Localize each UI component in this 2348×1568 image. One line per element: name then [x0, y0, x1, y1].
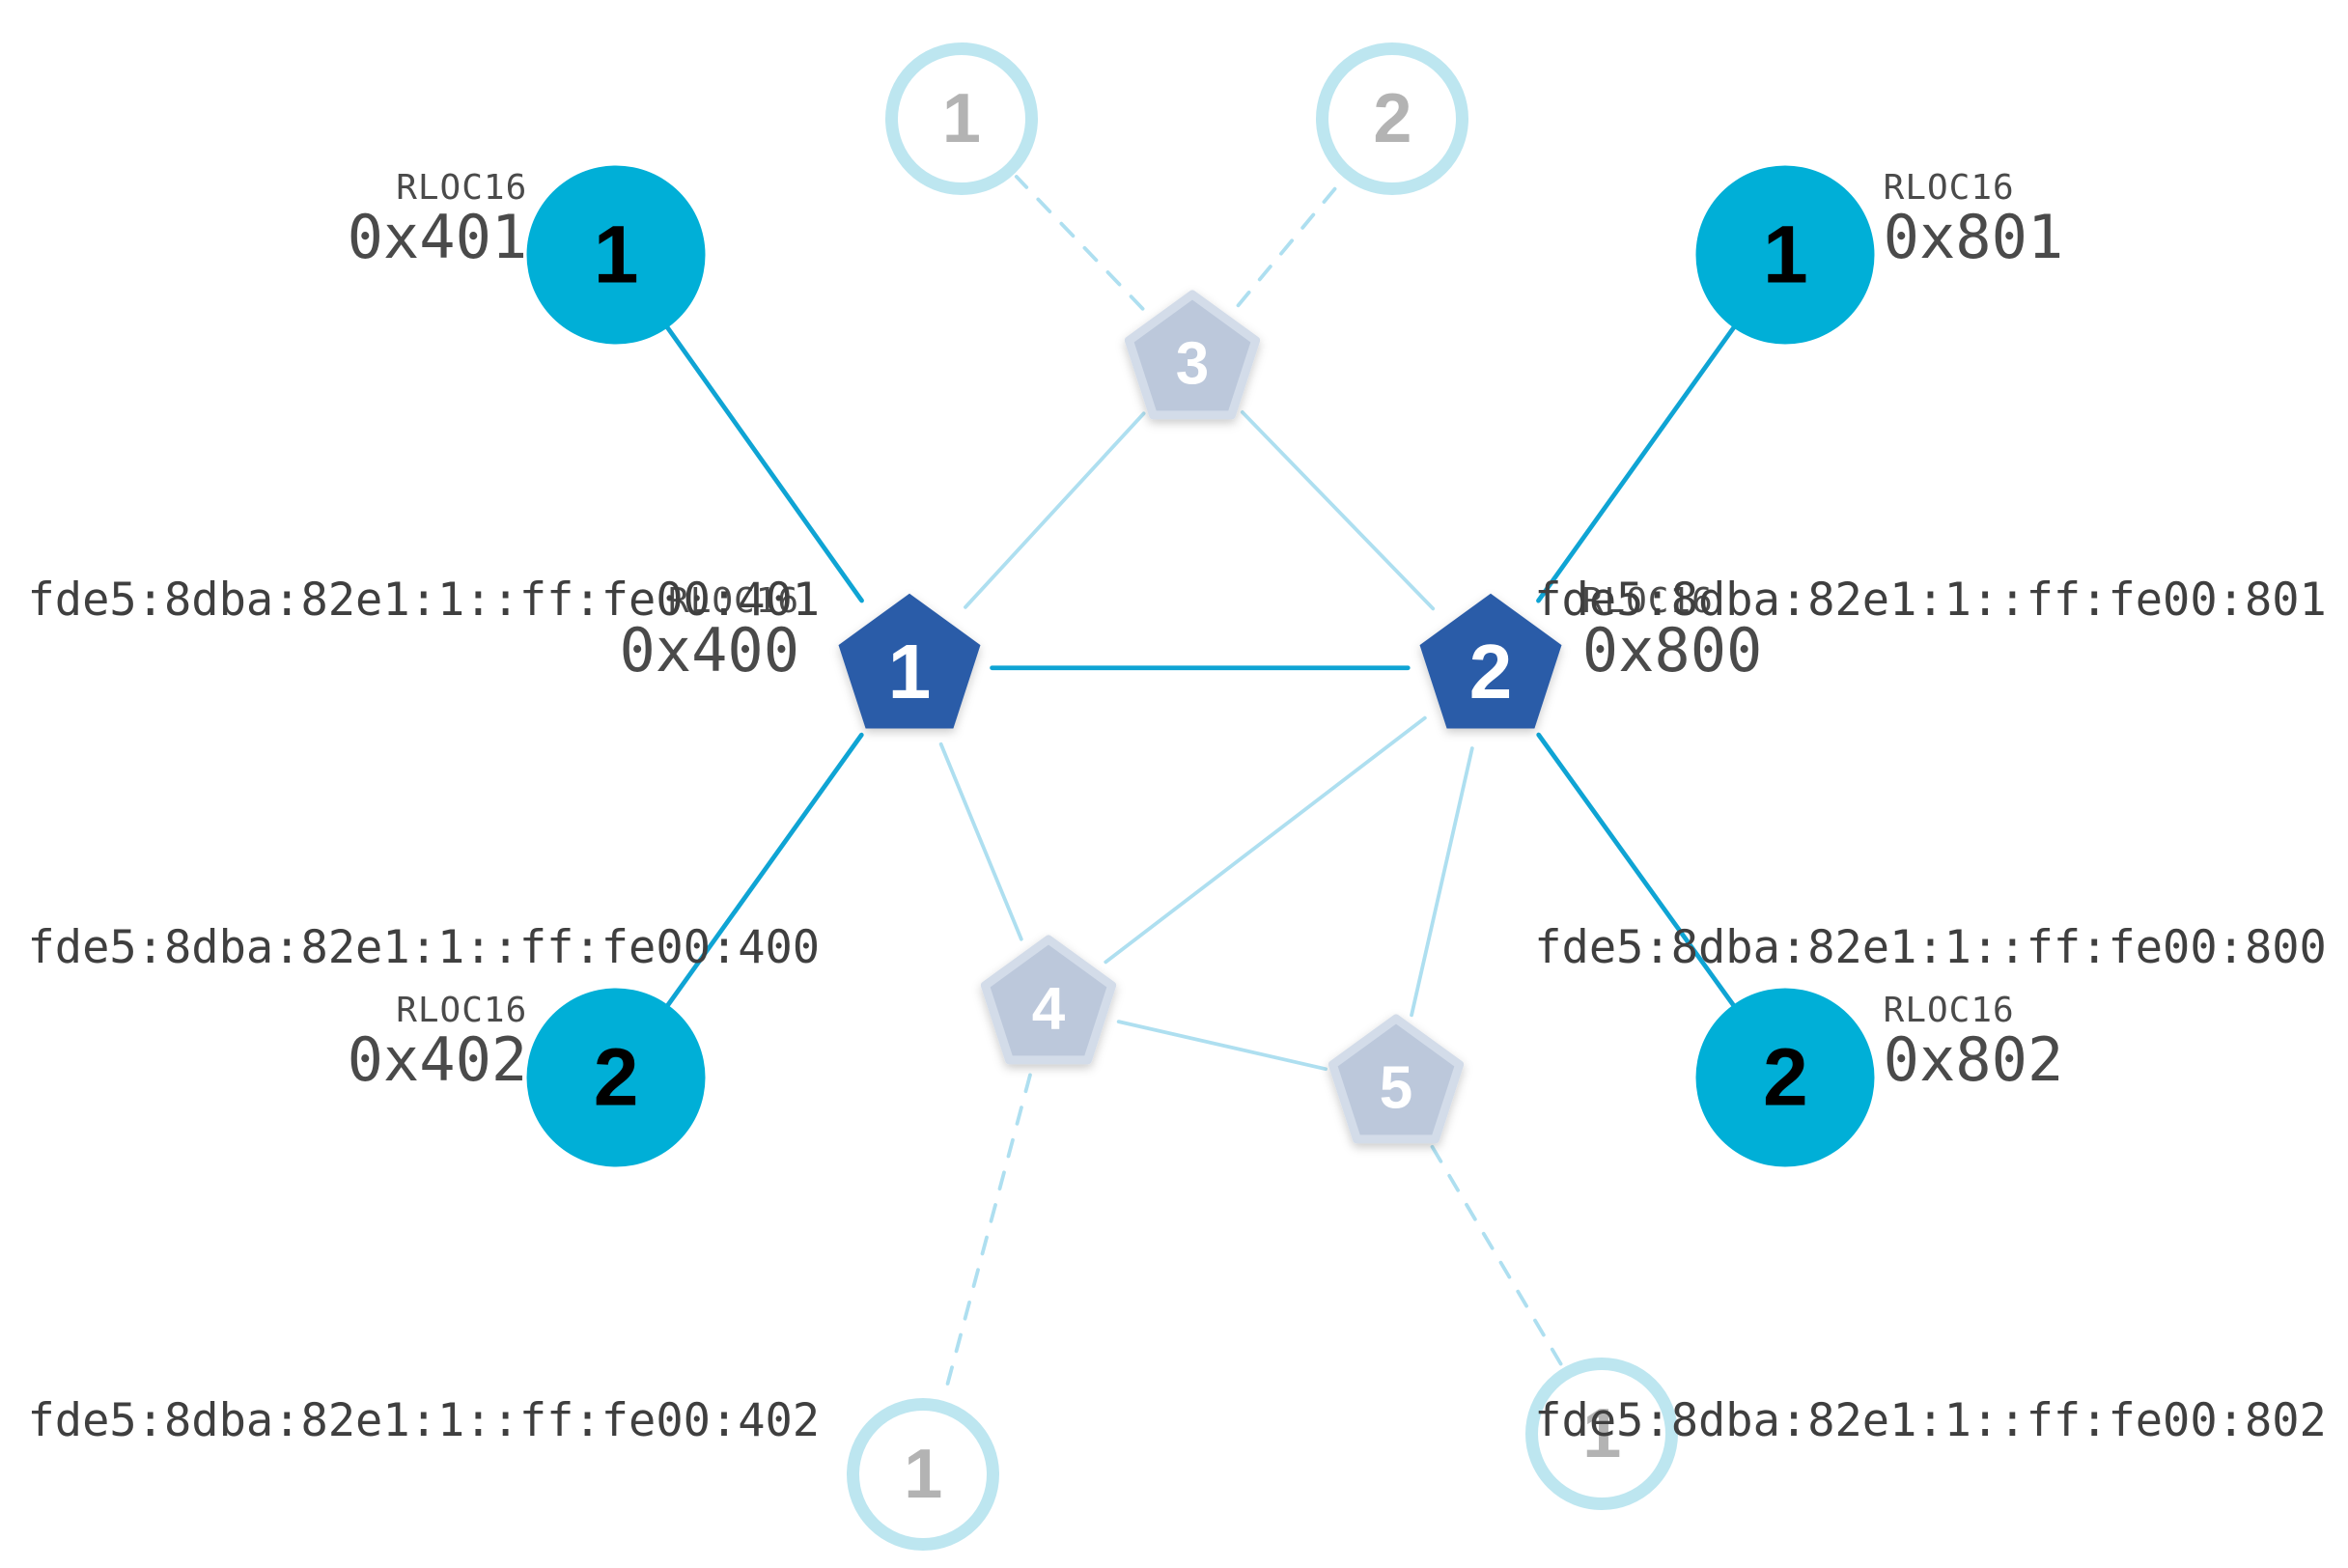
link-neighbor-3-to-ghost-3-b — [1236, 178, 1344, 308]
router-800-ipv6-address: fde5:8dba:82e1:1::ff:fe00:800 — [1534, 921, 2327, 975]
router-400-rloc-value: 0x400 — [619, 614, 800, 686]
child-401-rloc-title: RLOC16 — [396, 168, 528, 209]
link-router-800-to-neighbor-5 — [1410, 746, 1474, 1018]
link-router-800-to-child-802 — [1536, 732, 1737, 1010]
child-801-rloc-value: 0x801 — [1883, 202, 2064, 273]
child-801-badge: 1 — [1762, 209, 1808, 300]
ghost-3-a-node[interactable]: 1 — [884, 42, 1038, 196]
link-neighbor-4-to-neighbor-5 — [1116, 1020, 1328, 1072]
child-401-ipv6-address: fde5:8dba:82e1:1::ff:fe00:401 — [27, 573, 821, 627]
router-800-rloc-title: RLOC16 — [1581, 580, 1714, 621]
router-400-rloc-title: RLOC16 — [668, 580, 800, 621]
child-802-rloc-title: RLOC16 — [1883, 990, 2015, 1030]
ghost-5-a-badge: 1 — [1582, 1394, 1622, 1472]
router-400-node[interactable]: 1 — [828, 587, 991, 749]
neighbor-3-node[interactable]: 3 — [1120, 289, 1265, 434]
child-802-rloc-value: 0x802 — [1883, 1023, 2064, 1095]
child-801-rloc-title: RLOC16 — [1883, 168, 2015, 209]
ghost-3-b-badge: 2 — [1373, 80, 1412, 158]
router-400-shape — [838, 593, 981, 729]
neighbor-4-node[interactable]: 4 — [976, 934, 1121, 1078]
child-802-node[interactable]: 2 — [1695, 988, 1875, 1167]
router-800-rloc-value: 0x800 — [1581, 614, 1763, 686]
link-router-800-to-child-801 — [1536, 323, 1738, 603]
ghost-3-a-badge: 1 — [941, 80, 981, 158]
neighbor-5-shape — [1328, 1014, 1464, 1144]
child-402-rloc-title: RLOC16 — [396, 990, 528, 1030]
child-402-node[interactable]: 2 — [526, 988, 706, 1167]
child-402-badge: 2 — [593, 1031, 639, 1123]
link-neighbor-3-to-ghost-3-a — [1014, 175, 1145, 311]
ghost-4-a-node[interactable]: 1 — [847, 1398, 1000, 1552]
link-neighbor-4-to-ghost-4-a — [941, 1073, 1032, 1400]
link-neighbor-5-to-ghost-5-a — [1430, 1144, 1564, 1367]
child-802-badge: 2 — [1762, 1031, 1808, 1123]
link-router-800-to-neighbor-4 — [1104, 715, 1427, 965]
child-402-rloc-value: 0x402 — [347, 1023, 528, 1095]
ghost-3-b-node[interactable]: 2 — [1316, 42, 1469, 196]
neighbor-3-badge: 3 — [1176, 330, 1209, 397]
link-router-400-to-neighbor-4 — [938, 742, 1023, 941]
ghost-4-a-badge: 1 — [904, 1436, 943, 1514]
link-router-400-to-child-402 — [664, 732, 864, 1009]
child-401-badge: 1 — [593, 209, 639, 300]
router-800-node[interactable]: 2 — [1410, 587, 1572, 749]
link-router-400-to-neighbor-3 — [964, 411, 1146, 609]
link-router-800-to-neighbor-3 — [1240, 410, 1436, 611]
child-401-node[interactable]: 1 — [526, 165, 706, 345]
router-400-ipv6-address: fde5:8dba:82e1:1::ff:fe00:400 — [27, 921, 821, 975]
neighbor-3-shape — [1124, 290, 1261, 419]
neighbor-5-node[interactable]: 5 — [1324, 1013, 1468, 1158]
child-801-node[interactable]: 1 — [1695, 165, 1875, 345]
neighbor-4-badge: 4 — [1032, 975, 1066, 1042]
child-402-ipv6-address: fde5:8dba:82e1:1::ff:fe00:402 — [27, 1393, 821, 1447]
router-800-shape — [1419, 593, 1562, 729]
child-801-ipv6-address: fde5:8dba:82e1:1::ff:fe00:801 — [1534, 573, 2327, 627]
neighbor-4-shape — [981, 935, 1117, 1064]
router-800-badge: 2 — [1469, 629, 1513, 714]
link-router-400-to-child-401 — [664, 323, 864, 603]
neighbor-5-badge: 5 — [1379, 1054, 1412, 1121]
child-802-ipv6-address: fde5:8dba:82e1:1::ff:fe00:802 — [1534, 1393, 2327, 1447]
child-401-rloc-value: 0x401 — [347, 202, 528, 273]
router-400-badge: 1 — [888, 629, 932, 714]
